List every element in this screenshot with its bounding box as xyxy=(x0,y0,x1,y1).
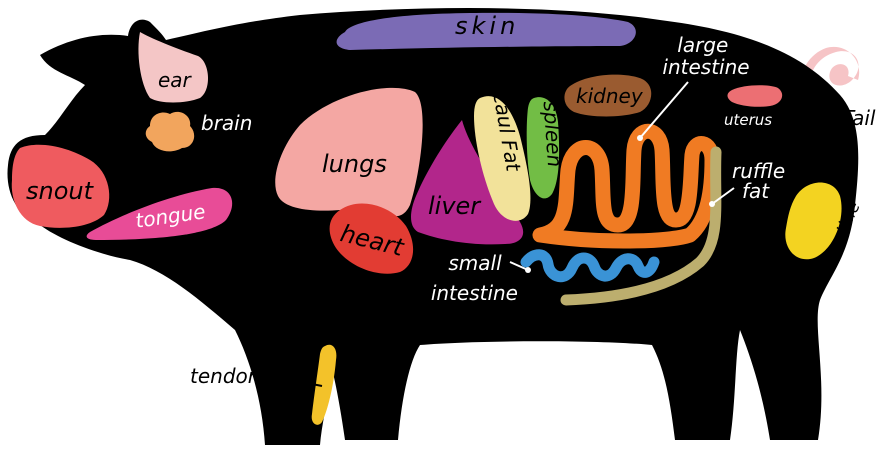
lungs-label: lungs xyxy=(322,150,387,178)
tendon-label: tendon xyxy=(190,364,260,388)
tendon-shape xyxy=(311,344,337,425)
large-intestine-label: large intestine xyxy=(662,33,749,79)
small-intestine-label-line1: small xyxy=(448,251,502,275)
kidney-organ: kidney xyxy=(564,74,652,117)
skin-label: skin xyxy=(455,12,519,40)
small-intestine-leader-line xyxy=(509,261,529,271)
heart-shape xyxy=(329,203,414,274)
snout-shape xyxy=(11,144,110,228)
small-intestine-organ xyxy=(520,249,660,283)
testicle-shape xyxy=(785,182,842,260)
brain-shape xyxy=(145,111,195,152)
tendon-organ: tendon xyxy=(190,344,337,425)
large-intestine-leader-dot xyxy=(637,135,643,141)
small-intestine-label-line2: intestine xyxy=(431,281,518,305)
ruffle-fat-leader-dot xyxy=(709,201,715,207)
uterus-label: uterus xyxy=(724,111,772,129)
tendon-leader-line xyxy=(281,377,323,387)
ear-label: ear xyxy=(158,68,193,92)
ruffle-fat-label-line2: fat xyxy=(742,179,770,203)
caul-fat-shape xyxy=(474,96,531,221)
tail-label: Tail xyxy=(842,106,876,130)
ear-shape xyxy=(138,32,209,103)
ruffle-fat-label-line1: ruffle xyxy=(732,159,785,183)
caul-fat-organ: caul Fat xyxy=(474,91,531,221)
uterus-organ: uterus xyxy=(724,85,783,129)
ear-organ: ear xyxy=(138,32,209,103)
small-intestine-leader-dot xyxy=(525,267,531,273)
lungs-shape xyxy=(275,87,423,217)
small-intestine-label: small intestine xyxy=(431,251,518,305)
brain-organ: brain xyxy=(145,111,252,152)
lungs-organ: lungs xyxy=(275,87,423,217)
spleen-label: spleen xyxy=(539,100,568,167)
spleen-organ: spleen xyxy=(526,97,568,199)
skin-organ: skin xyxy=(336,12,636,51)
spleen-shape xyxy=(526,97,560,199)
small-intestine-shape xyxy=(520,249,660,283)
ruffle-fat-shape xyxy=(560,146,722,306)
liver-organ: liver xyxy=(411,120,524,245)
heart-organ: heart xyxy=(329,203,414,274)
large-intestine-label-line2: intestine xyxy=(662,55,749,79)
ruffle-fat-organ xyxy=(560,146,722,306)
skin-shape xyxy=(336,12,636,51)
kidney-label: kidney xyxy=(576,84,644,108)
liver-shape xyxy=(411,120,524,245)
large-intestine-leader-line xyxy=(639,81,689,139)
snout-label: snout xyxy=(26,177,95,205)
uterus-shape xyxy=(727,85,783,107)
large-intestine-organ xyxy=(532,123,720,249)
testicle-organ: testicle xyxy=(785,182,864,260)
large-intestine-label-line1: large xyxy=(677,33,728,57)
ruffle-fat-label: ruffle fat xyxy=(732,159,792,203)
tongue-organ: tongue xyxy=(86,187,233,240)
ruffle-fat-leader-line xyxy=(711,187,735,205)
snout-organ: snout xyxy=(11,144,110,228)
large-intestine-coil xyxy=(532,123,720,249)
brain-label[interactable]: brain xyxy=(201,111,252,135)
tongue-shape xyxy=(86,187,233,240)
liver-label: liver xyxy=(428,192,482,220)
kidney-shape xyxy=(564,74,652,117)
